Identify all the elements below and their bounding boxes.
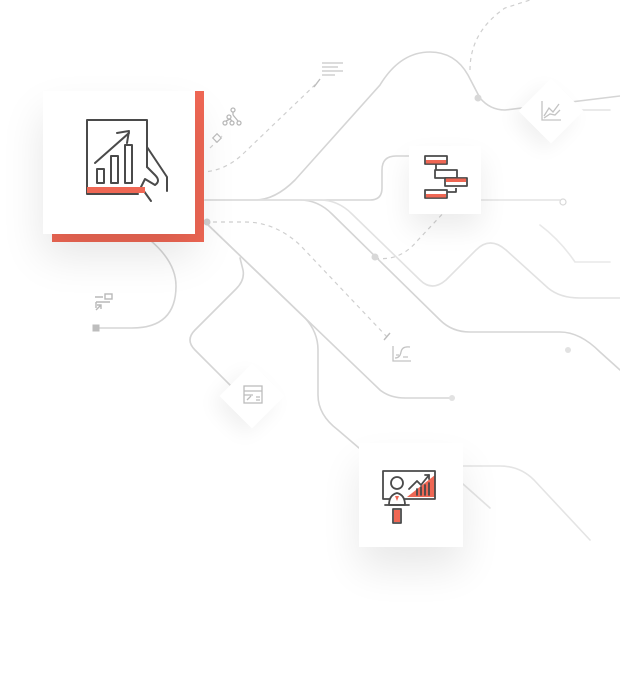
connector-line (204, 51, 620, 201)
curve-chart-icon (392, 346, 411, 362)
dashed-connector (205, 221, 389, 339)
dashed-connector (199, 81, 319, 173)
presenter-chart-icon (382, 470, 436, 524)
junction-square (92, 324, 100, 332)
tick-mark (383, 332, 391, 341)
connector-line (539, 224, 611, 263)
junction-dot (371, 253, 379, 261)
line-chart-icon (541, 101, 561, 121)
connector-line (462, 465, 591, 541)
gantt-chart-icon (424, 155, 468, 199)
junction-dot (203, 218, 211, 226)
connector-line (189, 257, 245, 396)
analytics-report-hand-icon (86, 119, 168, 202)
workflow-icon (95, 293, 113, 311)
connector-line (204, 221, 453, 399)
junction-dot (474, 94, 482, 102)
presenter-card[interactable] (359, 443, 463, 547)
tick-mark (313, 78, 321, 88)
connector-line (204, 199, 620, 371)
gantt-card[interactable] (409, 146, 481, 214)
connector-line (204, 199, 620, 299)
connector-line (95, 239, 177, 329)
connector-line (204, 221, 360, 449)
connector-line (462, 483, 491, 509)
connector-line (204, 155, 410, 201)
junction-dot (559, 198, 567, 206)
main-card[interactable] (43, 91, 195, 234)
junction-dot (565, 347, 571, 353)
junction-dot (449, 395, 455, 401)
text-lines-icon (322, 62, 343, 76)
hierarchy-icon (222, 107, 242, 126)
junction-diamond (211, 132, 223, 144)
dashed-connector (374, 207, 449, 260)
dashed-connector (469, 0, 531, 71)
dashboard-icon (243, 385, 263, 404)
